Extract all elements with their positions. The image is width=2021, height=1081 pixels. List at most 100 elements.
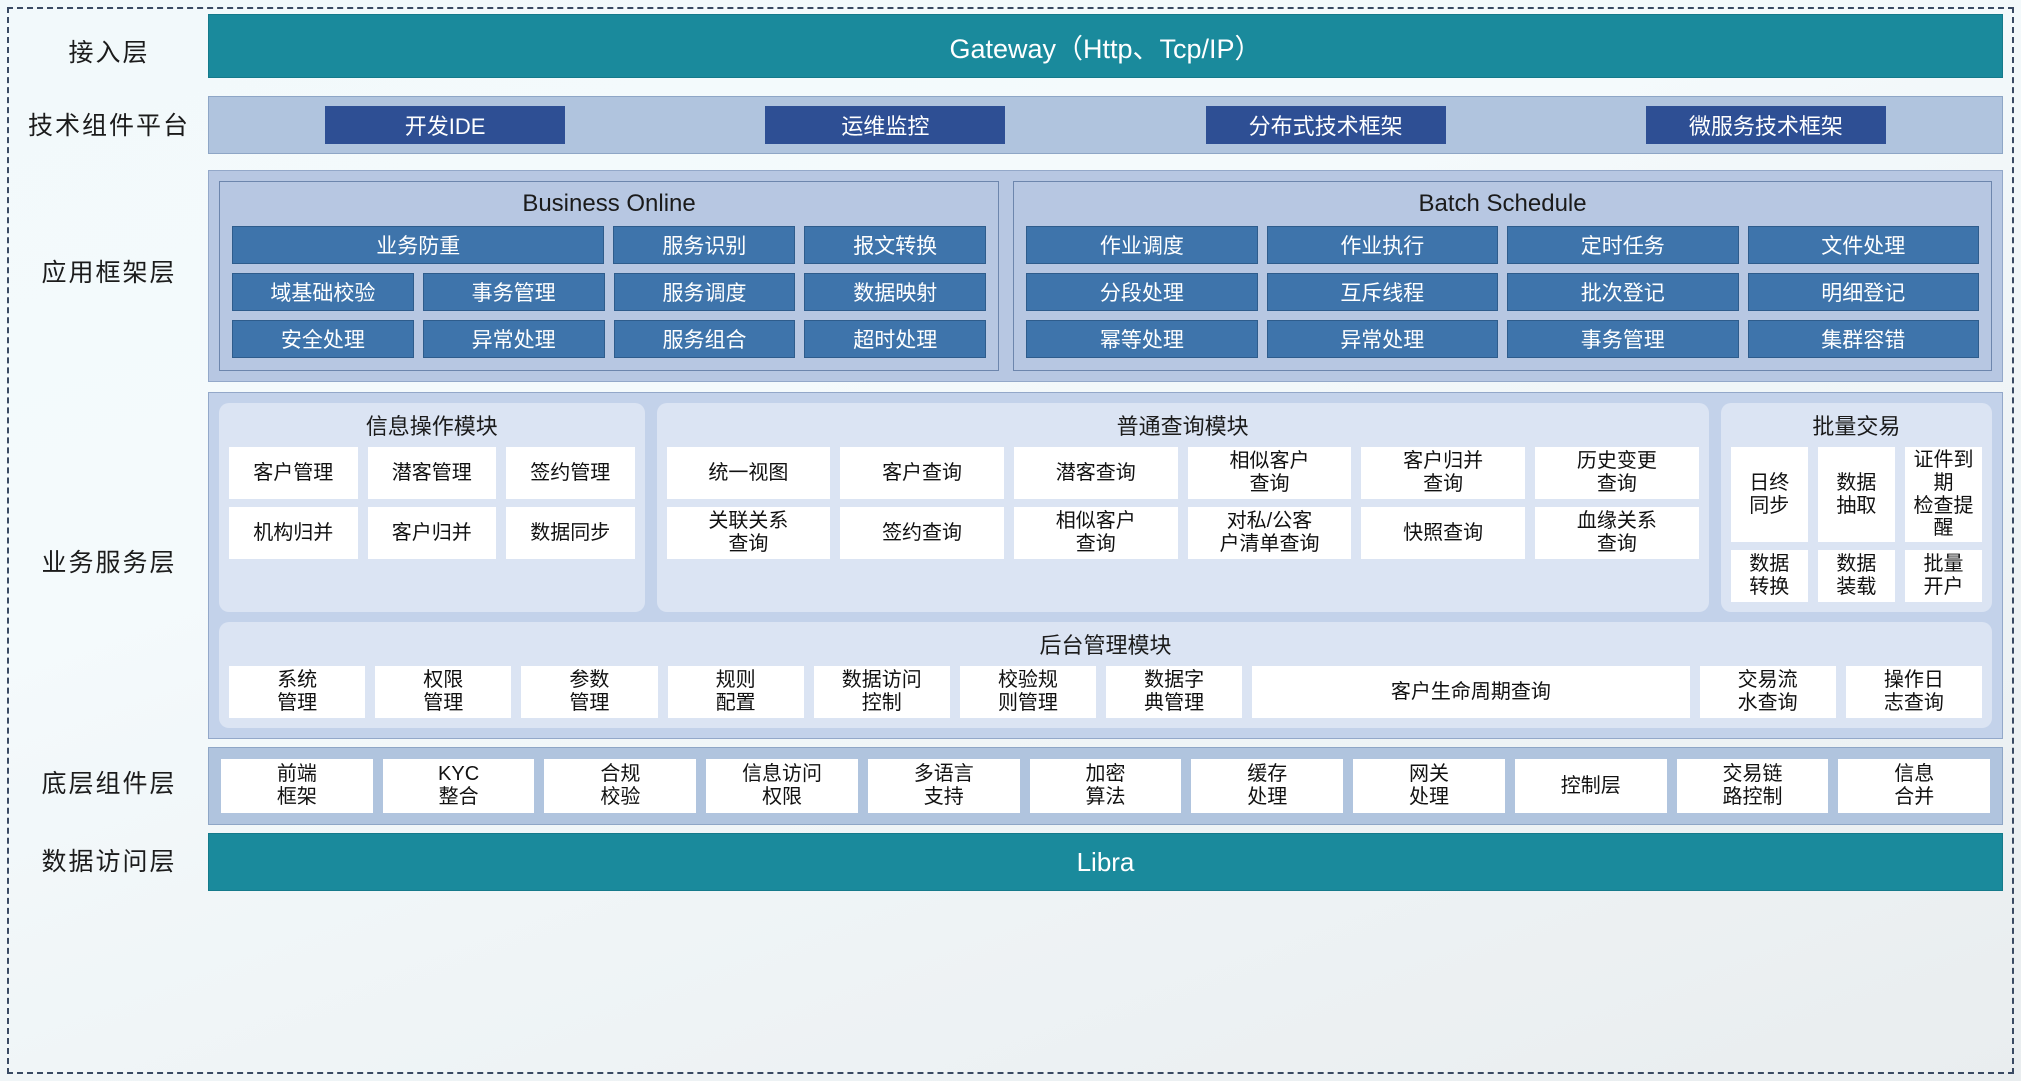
svc-cell-data-access-control[interactable]: 数据访问 控制: [813, 666, 950, 719]
fw-cell-idempotent-processing[interactable]: 幂等处理: [1026, 320, 1258, 358]
svc-cell-lineage-query[interactable]: 血缘关系 查询: [1535, 507, 1699, 559]
fw-cell-batch-exception-processing[interactable]: 异常处理: [1266, 320, 1499, 358]
fw-cell-mutex-thread[interactable]: 互斥线程: [1266, 273, 1499, 311]
fw-cell-domain-basic-validation[interactable]: 域基础校验: [232, 273, 414, 311]
svc-cell-org-merge[interactable]: 机构归并: [229, 507, 358, 559]
tech-chip-distributed-framework[interactable]: 分布式技术框架: [1205, 106, 1446, 144]
fw-cell-security-processing[interactable]: 安全处理: [232, 320, 414, 358]
svc-cell-document-expiry-reminder[interactable]: 证件到期 检查提醒: [1904, 447, 1983, 543]
fw-cell-service-composition[interactable]: 服务组合: [613, 320, 796, 358]
svc-cell-contract-query[interactable]: 签约查询: [840, 507, 1004, 559]
grid-row: 关联关系 查询 签约查询 相似客户 查询 对私/公客 户清单查询 快照查询 血缘…: [666, 507, 1699, 559]
fw-cell-data-mapping[interactable]: 数据映射: [804, 273, 987, 311]
comp-cell-info-merge[interactable]: 信息 合并: [1838, 759, 1991, 814]
svc-cell-rule-configuration[interactable]: 规则 配置: [667, 666, 804, 719]
svc-cell-eod-sync[interactable]: 日终 同步: [1730, 447, 1808, 543]
grid-row: 安全处理 异常处理 服务组合 超时处理: [232, 320, 987, 358]
svc-cell-customer-merge[interactable]: 客户归并: [367, 507, 496, 559]
comp-cell-info-access-permission[interactable]: 信息访问 权限: [706, 759, 858, 814]
svc-cell-data-dictionary-management[interactable]: 数据字 典管理: [1106, 666, 1243, 719]
grid-row: 分段处理 互斥线程 批次登记 明细登记: [1026, 273, 1979, 311]
grid-batch-transaction: 日终 同步 数据 抽取 证件到期 检查提醒 数据 转换 数据 装载 批量 开户: [1730, 447, 1983, 603]
layer-body-bottom-components: 前端 框架 KYC 整合 合规 校验 信息访问 权限 多语言 支持 加密 算法 …: [204, 739, 2007, 826]
comp-cell-control-layer[interactable]: 控制层: [1514, 759, 1667, 814]
grid-row: 业务防重 服务识别 报文转换: [232, 226, 987, 264]
fw-cell-batch-registration[interactable]: 批次登记: [1507, 273, 1739, 311]
layer-body-access: Gateway（Http、Tcp/IP）: [204, 14, 2007, 88]
grid-row: 系统 管理 权限 管理 参数 管理 规则 配置 数据访问 控制 校验规 则管理 …: [229, 666, 1982, 719]
fw-cell-cluster-fault-tolerance[interactable]: 集群容错: [1747, 320, 1979, 358]
svc-cell-retail-corporate-list-query[interactable]: 对私/公客 户清单查询: [1187, 507, 1352, 559]
comp-cell-multilanguage-support[interactable]: 多语言 支持: [867, 759, 1020, 814]
bottom-components-band: 前端 框架 KYC 整合 合规 校验 信息访问 权限 多语言 支持 加密 算法 …: [208, 747, 2003, 826]
fw-cell-service-identify[interactable]: 服务识别: [613, 226, 796, 264]
comp-cell-transaction-link-control[interactable]: 交易链 路控制: [1676, 759, 1829, 814]
fw-cell-timeout-processing[interactable]: 超时处理: [804, 320, 987, 358]
grid-row: 幂等处理 异常处理 事务管理 集群容错: [1026, 320, 1979, 358]
svc-cell-customer-lifecycle-query[interactable]: 客户生命周期查询: [1252, 666, 1690, 719]
comp-cell-encryption-algorithm[interactable]: 加密 算法: [1029, 759, 1182, 814]
fw-cell-scheduled-task[interactable]: 定时任务: [1507, 226, 1739, 264]
gateway-bar: Gateway（Http、Tcp/IP）: [208, 14, 2003, 78]
layer-row-tech-platform: 技术组件平台 开发IDE 运维监控 分布式技术框架 微服务技术框架: [14, 88, 2007, 160]
layer-label-tech-platform: 技术组件平台: [27, 112, 190, 140]
layer-label-access: 接入层: [68, 39, 150, 67]
svc-cell-prospect-management[interactable]: 潜客管理: [367, 447, 496, 499]
fw-cell-detail-registration[interactable]: 明细登记: [1747, 273, 1979, 311]
fw-cell-file-processing[interactable]: 文件处理: [1747, 226, 1979, 264]
svc-cell-contract-management[interactable]: 签约管理: [506, 447, 635, 499]
fw-cell-segment-processing[interactable]: 分段处理: [1026, 273, 1258, 311]
svc-cell-customer-management[interactable]: 客户管理: [229, 447, 358, 499]
svc-cell-data-load[interactable]: 数据 装载: [1817, 550, 1895, 603]
panel-title-info-operations: 信息操作模块: [365, 414, 498, 439]
svc-cell-data-extract[interactable]: 数据 抽取: [1817, 447, 1895, 543]
layer-label-business-service: 业务服务层: [41, 548, 177, 577]
svc-cell-validation-rule-management[interactable]: 校验规 则管理: [959, 666, 1097, 719]
panel-title-general-query: 普通查询模块: [1116, 414, 1249, 439]
fw-cell-job-scheduling[interactable]: 作业调度: [1026, 226, 1258, 264]
svc-cell-similar-customer-query-2[interactable]: 相似客户 查询: [1013, 507, 1178, 559]
svc-cell-data-transform[interactable]: 数据 转换: [1730, 550, 1808, 603]
svc-cell-history-change-query[interactable]: 历史变更 查询: [1535, 447, 1699, 499]
comp-cell-kyc-integration[interactable]: KYC 整合: [382, 759, 535, 814]
fw-cell-batch-transaction-management[interactable]: 事务管理: [1507, 320, 1739, 358]
fw-cell-transaction-management[interactable]: 事务管理: [422, 273, 605, 311]
svc-cell-relationship-query[interactable]: 关联关系 查询: [666, 507, 831, 559]
fw-cell-exception-processing[interactable]: 异常处理: [422, 320, 605, 358]
grid-row: 机构归并 客户归并 数据同步: [229, 507, 635, 559]
svc-cell-unified-view[interactable]: 统一视图: [666, 447, 831, 499]
svc-cell-batch-account-opening[interactable]: 批量 开户: [1904, 550, 1983, 603]
fw-cell-job-execution[interactable]: 作业执行: [1266, 226, 1499, 264]
tech-chip-microservice-framework[interactable]: 微服务技术框架: [1645, 106, 1886, 144]
layer-row-app-framework: 应用框架层 Business Online 业务防重 服务识别 报文转换: [14, 160, 2007, 382]
svc-cell-customer-query[interactable]: 客户查询: [840, 447, 1004, 499]
svc-cell-snapshot-query[interactable]: 快照查询: [1361, 507, 1526, 559]
svc-cell-data-sync[interactable]: 数据同步: [506, 507, 635, 559]
layer-label-data-access: 数据访问层: [41, 848, 177, 877]
svc-cell-prospect-query[interactable]: 潜客查询: [1013, 447, 1178, 499]
comp-cell-compliance-validation[interactable]: 合规 校验: [544, 759, 697, 814]
panel-title-batch-schedule: Batch Schedule: [1418, 190, 1587, 217]
svc-cell-operation-log-query[interactable]: 操作日 志查询: [1845, 666, 1982, 719]
comp-cell-frontend-framework[interactable]: 前端 框架: [221, 759, 373, 814]
comp-cell-gateway-processing[interactable]: 网关 处理: [1353, 759, 1505, 814]
svc-cell-similar-customer-query-1[interactable]: 相似客户 查询: [1187, 447, 1352, 499]
tech-chip-ide[interactable]: 开发IDE: [325, 106, 566, 144]
svc-cell-permission-management[interactable]: 权限 管理: [375, 666, 512, 719]
layer-row-data-access: 数据访问层 Libra: [14, 825, 2007, 895]
svc-cell-parameter-management[interactable]: 参数 管理: [521, 666, 658, 719]
comp-cell-cache-processing[interactable]: 缓存 处理: [1191, 759, 1344, 814]
grid-row: 作业调度 作业执行 定时任务 文件处理: [1026, 226, 1979, 264]
data-access-bar: Libra: [208, 833, 2003, 892]
grid-row: 日终 同步 数据 抽取 证件到期 检查提醒: [1730, 447, 1983, 543]
fw-cell-business-dedup[interactable]: 业务防重: [232, 226, 605, 264]
svc-cell-customer-merge-query[interactable]: 客户归并 查询: [1361, 447, 1526, 499]
svc-cell-transaction-flow-query[interactable]: 交易流 水查询: [1699, 666, 1836, 719]
fw-cell-service-scheduling[interactable]: 服务调度: [613, 273, 796, 311]
panel-info-operations: 信息操作模块 客户管理 潜客管理 签约管理 机构归并 客户归并: [219, 403, 645, 613]
business-service-band: 信息操作模块 客户管理 潜客管理 签约管理 机构归并 客户归并: [208, 392, 2003, 740]
fw-cell-message-transform[interactable]: 报文转换: [804, 226, 987, 264]
tech-chip-ops-monitoring[interactable]: 运维监控: [765, 106, 1006, 144]
svc-cell-system-management[interactable]: 系统 管理: [229, 666, 366, 719]
